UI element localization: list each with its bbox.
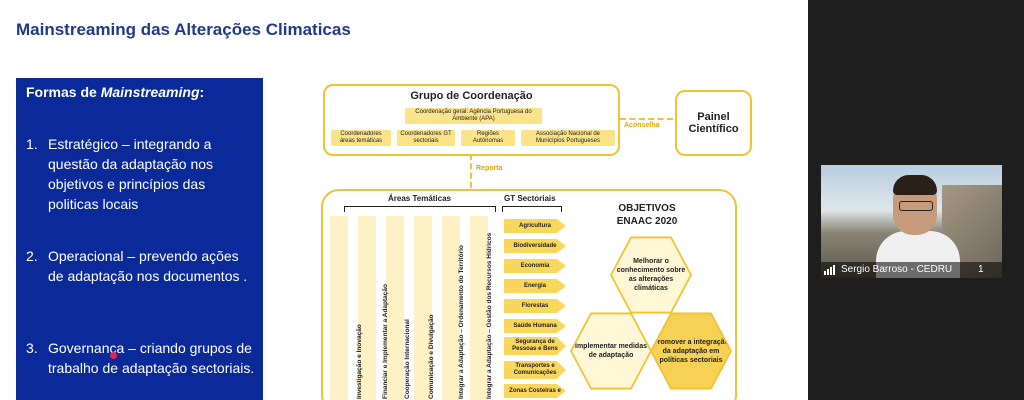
sector-arrow: Biodiversidade bbox=[504, 239, 566, 253]
gt-bracket bbox=[502, 206, 562, 212]
sector-arrow: Energia bbox=[504, 279, 566, 293]
sector-arrow: Segurança de Pessoas e Bens bbox=[504, 337, 566, 355]
areas-tematicas-label: Áreas Temáticas bbox=[388, 194, 451, 203]
member-pill: Coordenadores áreas temáticas bbox=[331, 130, 391, 146]
area-column-bg bbox=[470, 216, 488, 400]
area-column-bg bbox=[386, 216, 404, 400]
reporta-connector bbox=[470, 154, 472, 188]
sector-arrow: Transportes e Comunicações bbox=[504, 361, 566, 379]
coord-geral-pill: Coordenação geral: Agência Portuguesa do… bbox=[405, 108, 542, 124]
area-label: Financiar e Implementar a Adaptação bbox=[382, 284, 389, 399]
area-column-bg bbox=[414, 216, 432, 400]
mainstreaming-box: Formas de Mainstreaming: 1. Estratégico … bbox=[16, 78, 263, 400]
shared-slide: Mainstreaming das Alterações Climaticas … bbox=[0, 0, 808, 400]
area-column-bg bbox=[358, 216, 376, 400]
gt-sectoriais-label: GT Sectoriais bbox=[504, 194, 556, 203]
list-number: 2. bbox=[26, 248, 38, 264]
aconselha-connector bbox=[620, 118, 673, 120]
area-column: Integrar a Adaptação – Ordenamento do Te… bbox=[452, 216, 465, 400]
participant-nametag: Sergio Barroso - CEDRU 1 bbox=[821, 262, 1002, 278]
heading-prefix: Formas de bbox=[26, 84, 101, 100]
reporta-label: Reporta bbox=[476, 165, 503, 172]
list-text: Estratégico – integrando a questão da ad… bbox=[48, 136, 214, 212]
list-text: Operacional – prevendo ações de adaptaçã… bbox=[48, 248, 248, 284]
participant-index: 1 bbox=[978, 264, 984, 275]
member-pill: Regiões Autónomas bbox=[461, 130, 515, 146]
area-label: Cooperação Internacional bbox=[404, 319, 411, 399]
heading-emphasis: Mainstreaming bbox=[100, 84, 200, 100]
area-label: Integrar a Adaptação – Gestão dos Recurs… bbox=[486, 232, 493, 399]
area-label: Investigação e Inovação bbox=[356, 324, 363, 399]
objective-hex: Melhorar o conhecimento sobre as alteraç… bbox=[612, 238, 690, 312]
sector-arrow: Florestas bbox=[504, 299, 566, 313]
grupo-title: Grupo de Coordenação bbox=[410, 90, 533, 102]
area-column: Integrar a Adaptação – Gestão dos Recurs… bbox=[480, 216, 493, 400]
list-number: 3. bbox=[26, 340, 38, 356]
list-text: Governança – criando grupos de trabalho … bbox=[48, 340, 255, 376]
heading-suffix: : bbox=[199, 84, 205, 100]
participant-hair bbox=[893, 175, 937, 195]
area-column: Cooperação Internacional bbox=[398, 216, 411, 400]
aconselha-label: Aconselha bbox=[624, 122, 660, 129]
areas-bracket bbox=[344, 206, 496, 212]
area-column-bg bbox=[442, 216, 460, 400]
list-number: 1. bbox=[26, 136, 38, 152]
area-label: Comunicação e Divulgação bbox=[428, 314, 435, 399]
area-column: Financiar e Implementar a Adaptação bbox=[376, 216, 389, 400]
signal-bars-icon bbox=[824, 265, 836, 275]
area-label: Integrar a Adaptação – Ordenamento do Te… bbox=[458, 245, 465, 399]
sector-arrow: Zonas Costeiras e bbox=[504, 384, 566, 398]
member-pill: Coordenadores GT sectoriais bbox=[397, 130, 455, 146]
sector-arrow: Agricultura bbox=[504, 219, 566, 233]
pointer-cursor bbox=[110, 352, 117, 359]
slide-title: Mainstreaming das Alterações Climaticas bbox=[16, 20, 351, 39]
sector-arrow: Economia bbox=[504, 259, 566, 273]
area-column: Investigação e Inovação bbox=[350, 216, 363, 400]
area-column: Comunicação e Divulgação bbox=[422, 216, 435, 400]
participant-glasses bbox=[899, 201, 933, 211]
sector-arrow: Saúde Humana bbox=[504, 319, 566, 333]
objetivos-title: OBJETIVOS ENAAC 2020 bbox=[616, 203, 678, 227]
area-column-bg bbox=[330, 216, 348, 400]
governance-diagram: Grupo de Coordenação Coordenação geral: … bbox=[318, 78, 808, 400]
box-heading: Formas de Mainstreaming: bbox=[26, 84, 204, 100]
participant-name: Sergio Barroso - CEDRU bbox=[841, 264, 953, 275]
member-pill: Associação Nacional de Municípios Portug… bbox=[521, 130, 615, 146]
painel-cientifico-box: Painel Científico bbox=[675, 90, 752, 156]
grupo-coordenacao-box: Grupo de Coordenação Coordenação geral: … bbox=[323, 84, 620, 156]
